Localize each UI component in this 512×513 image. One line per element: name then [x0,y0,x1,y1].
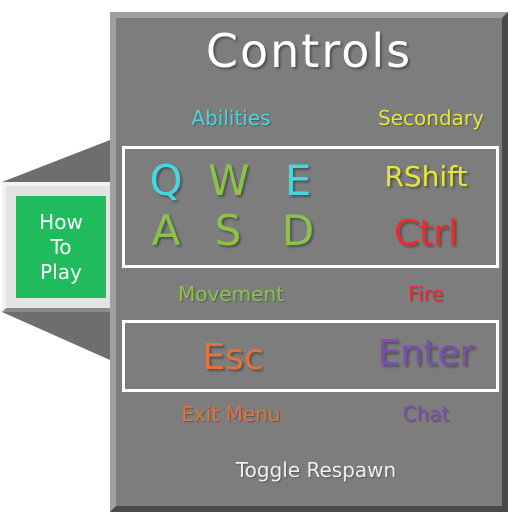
movement-key-a: A [151,206,181,255]
exit-key-esc: Esc [202,337,264,378]
movement-label: Movement [178,282,284,306]
ability-key-e: E [284,156,312,205]
fire-key-ctrl: Ctrl [393,213,459,254]
abilities-label: Abilities [191,106,271,130]
chat-key-enter: Enter [377,333,475,374]
ability-key-q: Q [149,156,183,205]
how-to-play-frame: How To Play [2,182,120,312]
page-title: Controls [205,24,413,78]
menu-keys-box [122,320,499,392]
how-to-play-line-1: How [39,209,83,234]
controls-panel: Controls Abilities Secondary Q W E A S D… [110,12,508,512]
secondary-label: Secondary [378,106,484,130]
movement-key-d: D [281,206,315,255]
toggle-respawn-label: Toggle Respawn [235,458,397,482]
chat-label: Chat [402,402,450,426]
fire-label: Fire [408,282,444,306]
exit-menu-label: Exit Menu [181,402,281,426]
secondary-key-rshift: RShift [384,160,468,193]
movement-keys-box [122,146,499,268]
ability-key-w: W [208,156,250,205]
how-to-play-button[interactable]: How To Play [16,196,106,298]
movement-key-s: S [214,206,242,255]
how-to-play-line-3: Play [40,259,82,284]
how-to-play-line-2: To [50,234,72,259]
